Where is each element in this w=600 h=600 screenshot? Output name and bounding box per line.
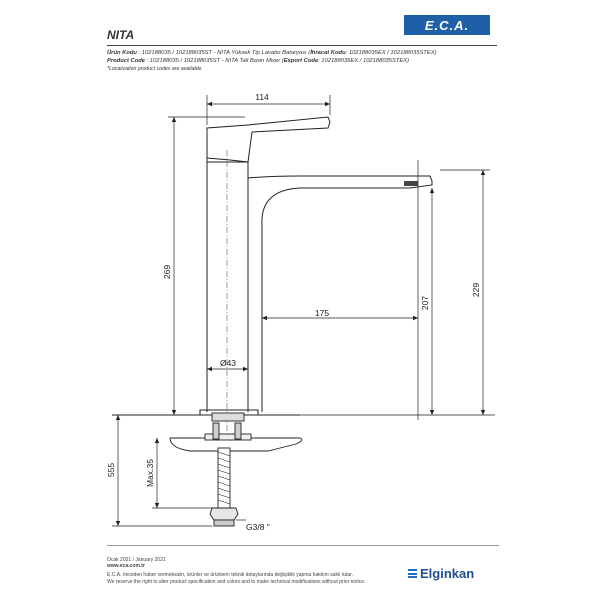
mounting-assembly (112, 412, 303, 527)
en-code-label: Product Code (107, 58, 146, 64)
dim-269: 269 (162, 265, 172, 279)
dim-diameter: Ø43 (220, 358, 236, 368)
footer-date: Ocak 2021 / January 2021 (107, 557, 166, 563)
footer-disclaimer-en: We reserve the right to alter product sp… (107, 579, 366, 585)
elginkan-name: Elginkan (420, 566, 475, 581)
faucet-outline (199, 116, 433, 416)
footer-disclaimer-tr: E.C.A. önceden haber vermeksizin, ürünle… (107, 572, 353, 578)
dim-max35: Max.35 (145, 459, 155, 487)
tr-code-value: : 102188035 / 102188035ST - NITA Yüksek … (138, 50, 311, 56)
dim-207: 207 (420, 296, 430, 310)
en-export-label: Export Code (283, 58, 319, 64)
elginkan-mark-icon (408, 569, 417, 578)
dim-114: 114 (255, 92, 269, 102)
hose-nut (209, 507, 239, 521)
dim-555: 555 (106, 463, 116, 477)
aerator (404, 181, 418, 186)
dim-connection: G3/8 " (246, 522, 270, 532)
en-code-value: : 102188035 / 102188035ST - NITA Tall Ba… (146, 58, 284, 64)
eca-logo: E.C.A. (404, 15, 490, 35)
tr-export-label: İhracat Kodu (310, 50, 346, 56)
dim-229: 229 (471, 283, 481, 297)
mounting-plate (169, 437, 303, 452)
faucet-spout (247, 175, 433, 412)
mounting-stud (212, 422, 220, 440)
faucet-handle (206, 116, 331, 163)
en-export-value: : 102188035EX / 102188035STEX) (318, 58, 410, 64)
footer-divider (107, 545, 499, 546)
product-title: NITA (107, 28, 135, 42)
dim-175: 175 (315, 308, 329, 318)
product-code-en: Product Code : 102188035 / 102188035ST -… (107, 58, 409, 65)
product-code-tr: Ürün Kodu : 102188035 / 102188035ST - NI… (107, 50, 437, 57)
footer-website: www.eca.com.tr (107, 563, 145, 569)
tr-code-label: Ürün Kodu (107, 50, 137, 56)
header-divider (107, 45, 497, 46)
elginkan-logo: Elginkan (408, 566, 474, 581)
localization-note: *Localization product codes are availabl… (107, 66, 203, 72)
tr-export-value: : 102188035EX / 102188035STEX) (345, 50, 437, 56)
